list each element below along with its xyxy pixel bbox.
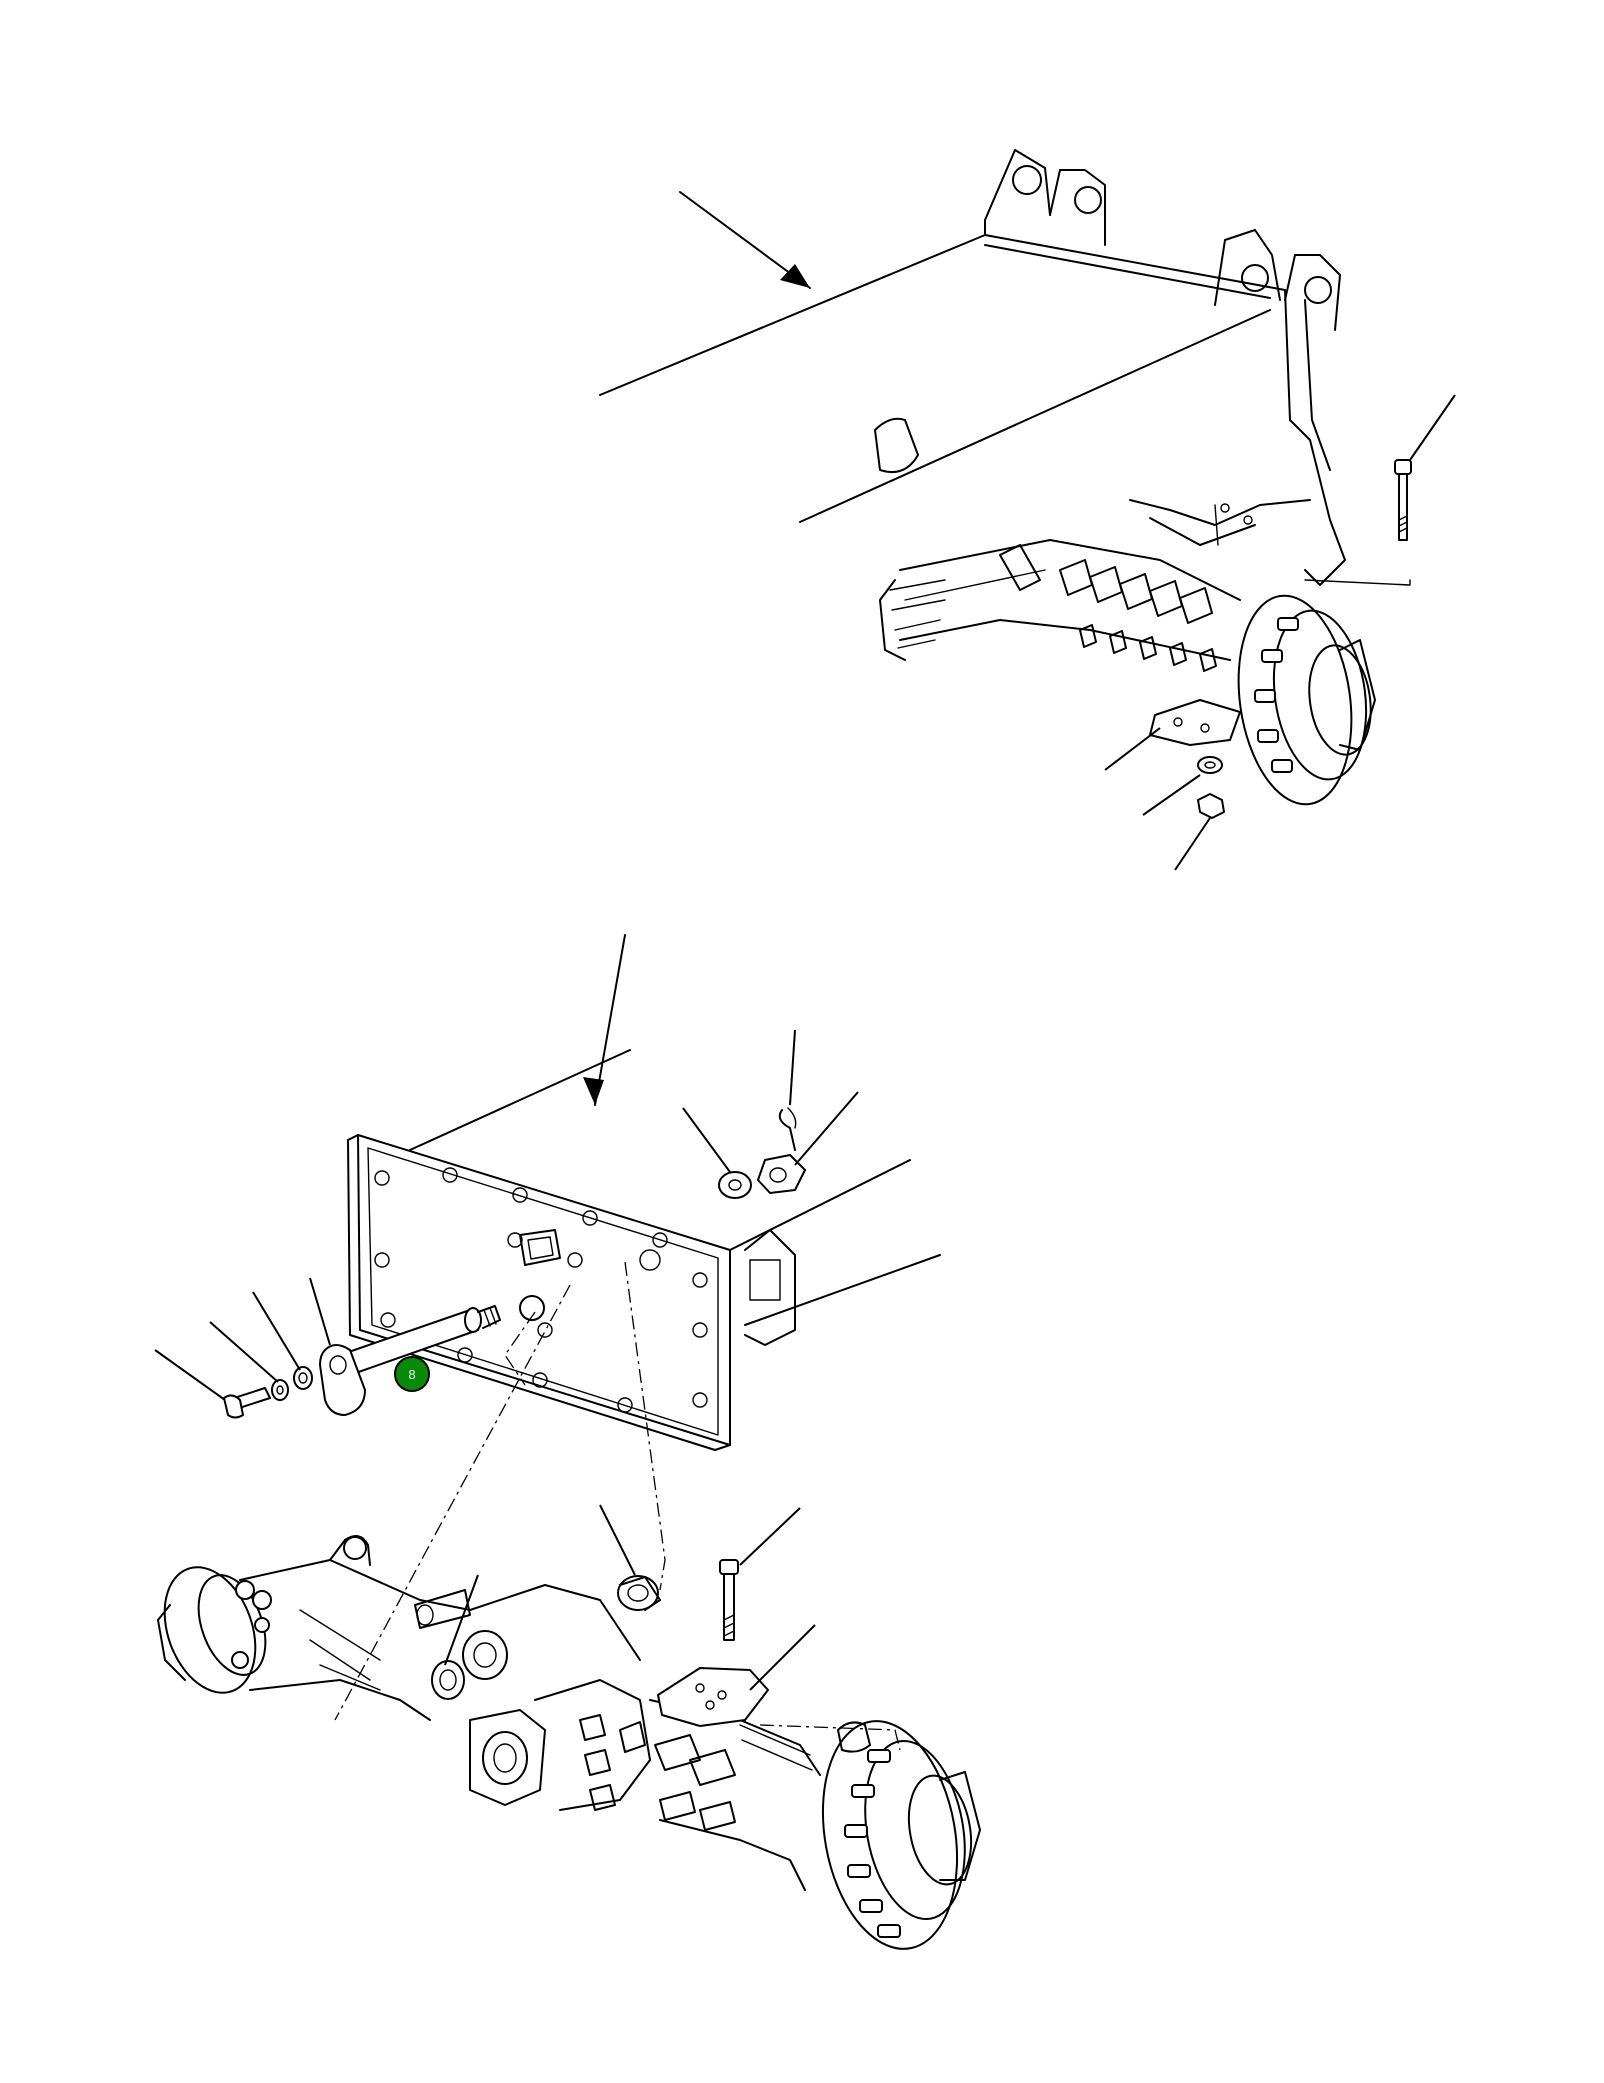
alignment-dash-lines xyxy=(334,1261,901,1751)
lower-assembly-arrow xyxy=(583,934,626,1106)
lower-leader-lines xyxy=(154,1029,859,1691)
top-fastener-set xyxy=(718,1107,806,1199)
lower-hub-studs xyxy=(844,1749,901,1938)
frame-plate-holes xyxy=(374,1167,708,1413)
upper-hub-studs xyxy=(1254,617,1299,773)
front-axle-assembly xyxy=(157,1535,981,1950)
upper-gear-teeth xyxy=(1059,559,1217,672)
upper-assembly-arrow xyxy=(679,191,811,289)
part-callout-8-circle[interactable] xyxy=(394,1356,430,1392)
part-callout-8-label: 8 xyxy=(408,1367,415,1382)
pivot-pin-assembly xyxy=(223,1305,501,1419)
upper-chassis-assembly xyxy=(599,149,1412,819)
upper-leader-lines xyxy=(1104,394,1456,871)
lower-frame-assembly xyxy=(347,1049,941,1451)
lower-gear-teeth xyxy=(579,1714,736,1831)
part-callout-8[interactable]: 8 xyxy=(394,1356,430,1392)
